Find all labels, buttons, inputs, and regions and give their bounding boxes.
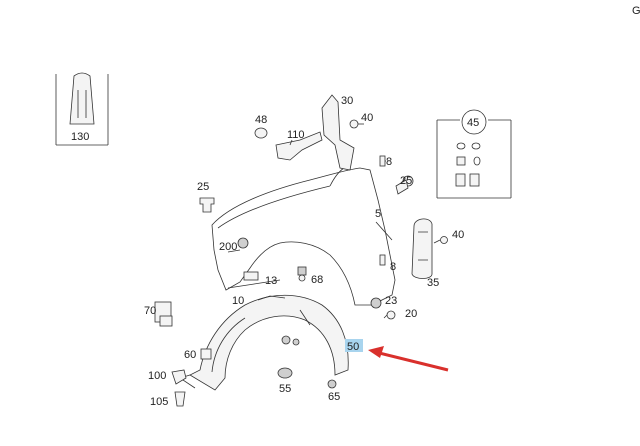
label-100[interactable]: 100 — [148, 370, 166, 382]
wheel-liner — [179, 294, 349, 391]
part-20: 20 — [383, 308, 417, 320]
label-40-right[interactable]: 40 — [452, 229, 464, 241]
label-50[interactable]: 50 — [347, 341, 359, 353]
label-20[interactable]: 20 — [405, 308, 417, 320]
label-30[interactable]: 30 — [341, 95, 353, 107]
fender-panel — [211, 155, 396, 306]
part-60: 60 — [184, 348, 212, 361]
part-50-callout: 50 — [345, 339, 449, 372]
part-105: 105 — [150, 391, 186, 408]
part-25-left: 25 — [197, 181, 215, 213]
part-25-right: 25 — [395, 175, 414, 195]
part-40-upper: 40 — [349, 112, 373, 129]
part-48: 48 — [254, 114, 268, 139]
label-130[interactable]: 130 — [71, 131, 89, 143]
part-55: 55 — [277, 367, 293, 395]
label-25-right[interactable]: 25 — [400, 175, 412, 187]
part-200: 200 — [219, 237, 249, 253]
label-50-highlight — [345, 339, 363, 352]
label-48[interactable]: 48 — [255, 114, 267, 126]
part-8-upper-label: 8 — [385, 156, 392, 168]
label-35[interactable]: 35 — [427, 277, 439, 289]
inset-45: 45 — [436, 109, 512, 199]
part-35: 35 — [411, 218, 439, 289]
label-68[interactable]: 68 — [311, 274, 323, 286]
red-arrow-head — [368, 346, 384, 358]
part-30: 30 — [321, 94, 355, 171]
label-200[interactable]: 200 — [219, 241, 237, 253]
part-8-lower-label: 8 — [390, 261, 396, 273]
inset-130: 130 — [55, 72, 109, 146]
red-arrow — [374, 350, 449, 372]
label-65[interactable]: 65 — [328, 391, 340, 403]
part-100: 100 — [148, 369, 187, 385]
label-8-upper[interactable]: 8 — [386, 156, 392, 168]
part-70: 70 — [144, 301, 173, 327]
label-25-left[interactable]: 25 — [197, 181, 209, 193]
label-105[interactable]: 105 — [150, 396, 168, 408]
label-55[interactable]: 55 — [279, 383, 291, 395]
label-23[interactable]: 23 — [385, 295, 397, 307]
label-40-upper[interactable]: 40 — [361, 112, 373, 124]
part-65: 65 — [327, 379, 340, 403]
label-8-lower[interactable]: 8 — [390, 261, 396, 273]
label-45[interactable]: 45 — [467, 117, 479, 129]
label-10[interactable]: 10 — [232, 295, 244, 307]
part-23: 23 — [370, 295, 397, 309]
part-68: 68 — [297, 266, 323, 286]
part-10: 10 — [227, 279, 281, 307]
part-5-label: 5 — [375, 208, 393, 241]
label-110[interactable]: 110 — [287, 129, 305, 141]
corner-mark: G — [632, 5, 640, 17]
label-70[interactable]: 70 — [144, 305, 156, 317]
part-110: 110 — [275, 129, 323, 161]
label-5[interactable]: 5 — [375, 208, 381, 220]
label-60[interactable]: 60 — [184, 349, 196, 361]
part-40-right: 40 — [433, 229, 464, 244]
